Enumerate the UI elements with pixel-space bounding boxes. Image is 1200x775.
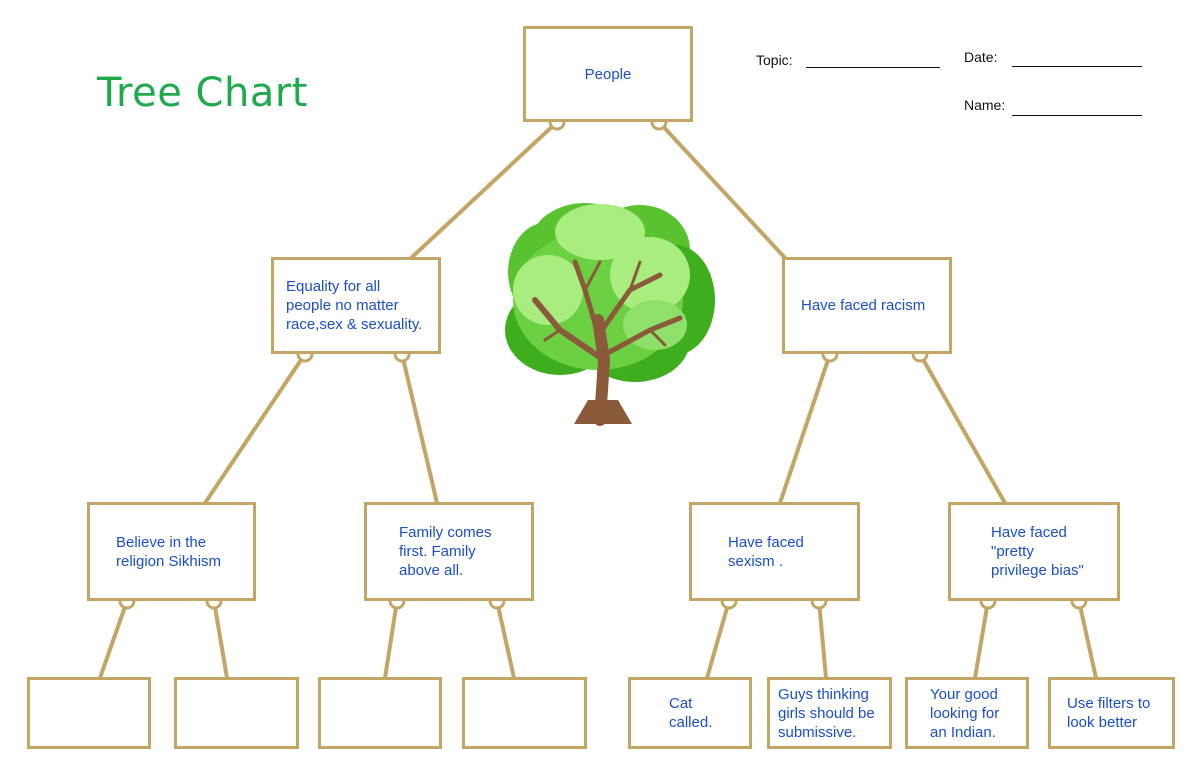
node-label: Guys thinking girls should be submissive…	[778, 685, 875, 741]
leaf-text-image	[318, 677, 442, 749]
node-label: Equality for all people no matter race,s…	[286, 278, 423, 333]
node-racism: Have faced racism	[782, 257, 952, 354]
topic-label: Topic:	[756, 52, 793, 68]
node-label: Family comes first. Family above all.	[399, 524, 492, 579]
node-pretty-privilege: Have faced "pretty privilege bias"	[948, 502, 1120, 601]
date-field[interactable]	[1012, 66, 1142, 67]
node-family: Family comes first. Family above all.	[364, 502, 534, 601]
node-label: Your good looking for an Indian.	[930, 685, 1000, 741]
leaf-cat-called: Cat called.	[628, 677, 752, 749]
leaf-quote-image	[462, 677, 587, 749]
name-label: Name:	[964, 97, 1006, 113]
leaf-temple-image	[27, 677, 151, 749]
node-label: Cat called.	[669, 695, 713, 731]
page-title: Tree Chart	[97, 70, 308, 116]
root-label: People	[584, 65, 632, 83]
name-field[interactable]	[1012, 115, 1142, 116]
node-label: Have faced racism	[801, 297, 926, 314]
node-label: Use filters to look better	[1067, 695, 1151, 731]
node-label: Have faced sexism .	[728, 533, 804, 570]
leaf-good-looking: Your good looking for an Indian.	[905, 677, 1029, 749]
root-node: People	[523, 26, 693, 122]
leaf-use-filters: Use filters to look better	[1048, 677, 1175, 749]
node-sexism: Have faced sexism .	[689, 502, 860, 601]
leaf-gold-temple-image	[174, 677, 299, 749]
date-label: Date:	[964, 49, 998, 65]
topic-field[interactable]	[806, 67, 940, 68]
node-equality: Equality for all people no matter race,s…	[271, 257, 441, 354]
node-label: Believe in the religion Sikhism	[116, 533, 222, 570]
leaf-guys-thinking: Guys thinking girls should be submissive…	[767, 677, 892, 749]
node-sikhism: Believe in the religion Sikhism	[87, 502, 256, 601]
node-label: Have faced "pretty privilege bias"	[991, 524, 1084, 579]
tree-clipart-icon	[505, 203, 715, 426]
